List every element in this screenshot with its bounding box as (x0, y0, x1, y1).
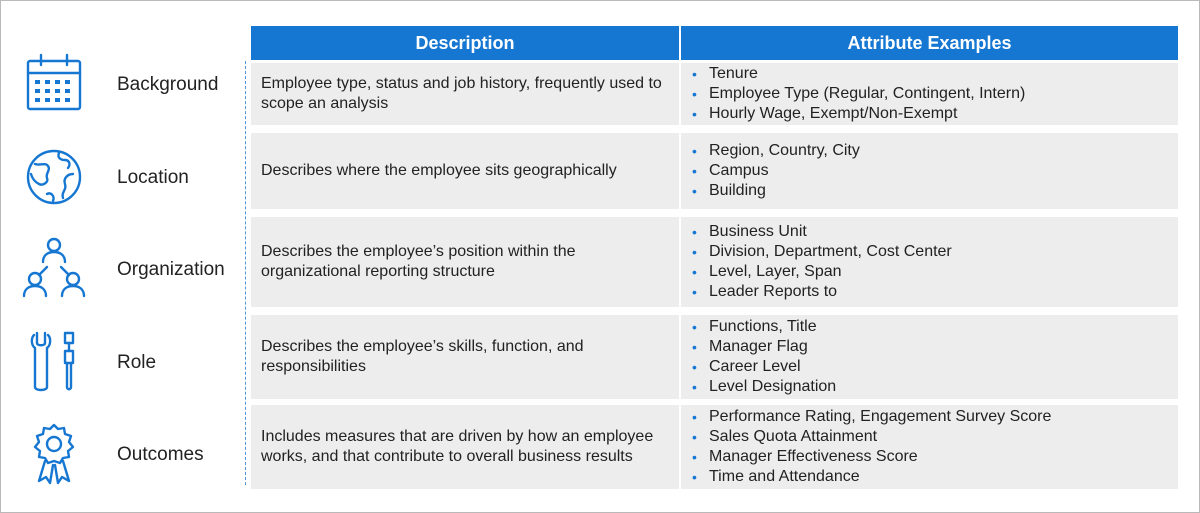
row-outcomes-attributes: Performance Rating, Engagement Survey Sc… (681, 405, 1178, 489)
attribute-item: Campus (689, 161, 860, 181)
attribute-item: Leader Reports to (689, 282, 952, 302)
attribute-item: Functions, Title (689, 317, 836, 337)
attribute-item: Employee Type (Regular, Contingent, Inte… (689, 84, 1025, 104)
attribute-item: Business Unit (689, 222, 952, 242)
attribute-item: Hourly Wage, Exempt/Non-Exempt (689, 104, 1025, 124)
attribute-item: Career Level (689, 357, 836, 377)
row-role-description: Describes the employee’s skills, functio… (251, 315, 679, 399)
org-chart-icon (21, 235, 87, 301)
row-location-description: Describes where the employee sits geogra… (251, 133, 679, 209)
attribute-item: Time and Attendance (689, 467, 1051, 487)
row-organization-attributes: Business Unit Division, Department, Cost… (681, 217, 1178, 307)
dashed-separator (245, 61, 246, 485)
attribute-item: Sales Quota Attainment (689, 427, 1051, 447)
attribute-item: Level, Layer, Span (689, 262, 952, 282)
calendar-icon (21, 51, 87, 117)
attribute-item: Building (689, 181, 860, 201)
attribute-item: Tenure (689, 64, 1025, 84)
row-background-description: Employee type, status and job history, f… (251, 63, 679, 125)
row-outcomes-description: Includes measures that are driven by how… (251, 405, 679, 489)
row-location-attributes: Region, Country, City Campus Building (681, 133, 1178, 209)
attribute-item: Performance Rating, Engagement Survey Sc… (689, 407, 1051, 427)
category-label-organization: Organization (117, 259, 225, 280)
attribute-item: Region, Country, City (689, 141, 860, 161)
award-ribbon-icon (21, 421, 87, 487)
category-label-outcomes: Outcomes (117, 444, 204, 465)
category-label-location: Location (117, 167, 189, 188)
attribute-item: Manager Effectiveness Score (689, 447, 1051, 467)
row-role-attributes: Functions, Title Manager Flag Career Lev… (681, 315, 1178, 399)
globe-icon (21, 144, 87, 210)
attribute-item: Division, Department, Cost Center (689, 242, 952, 262)
attribute-item: Manager Flag (689, 337, 836, 357)
attribute-item: Level Designation (689, 377, 836, 397)
category-label-role: Role (117, 352, 157, 373)
header-description: Description (251, 26, 679, 60)
category-label-background: Background (117, 74, 219, 95)
header-attribute-examples: Attribute Examples (681, 26, 1178, 60)
row-background-attributes: Tenure Employee Type (Regular, Contingen… (681, 63, 1178, 125)
row-organization-description: Describes the employee’s position within… (251, 217, 679, 307)
tools-icon (21, 329, 87, 395)
